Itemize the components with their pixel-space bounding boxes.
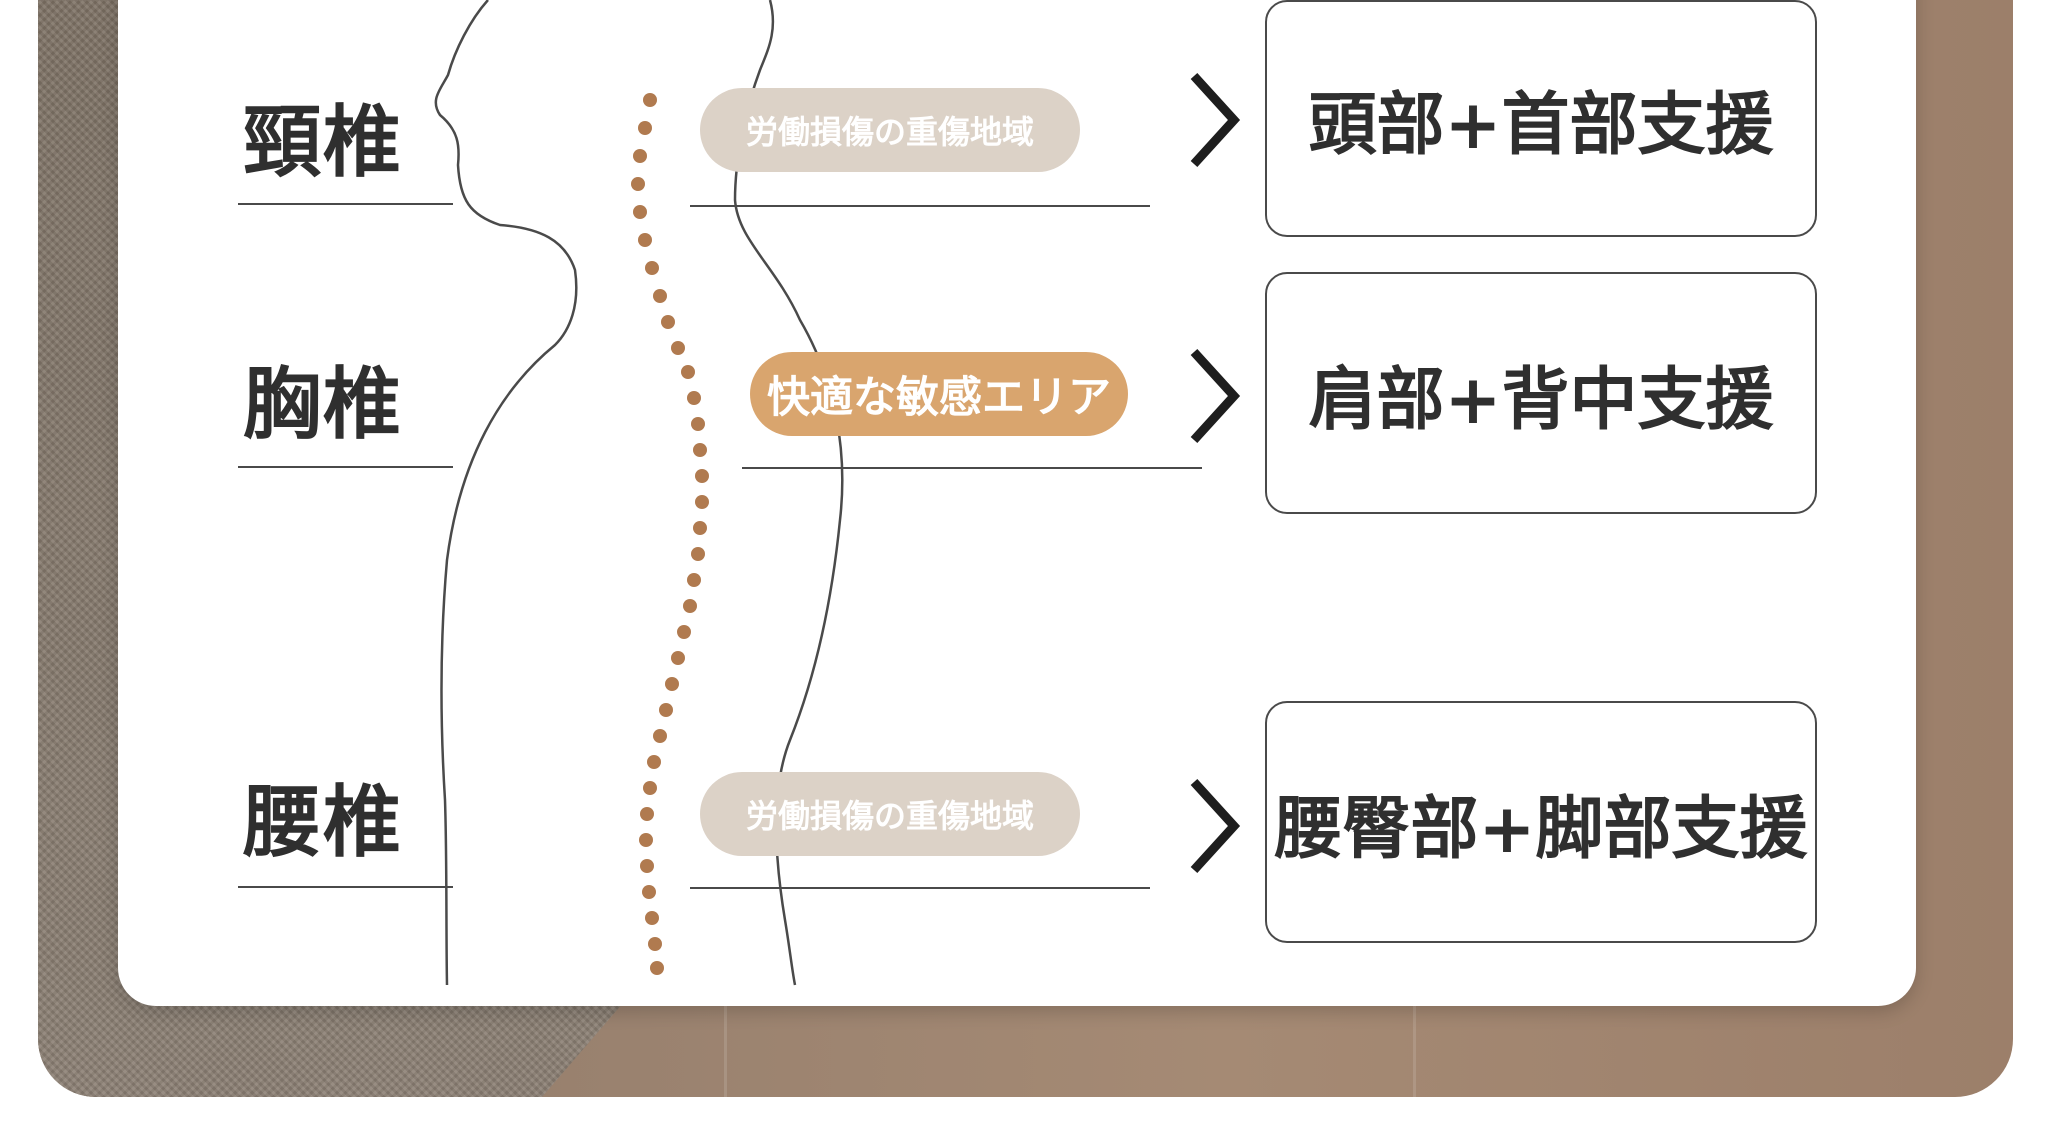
vertebra-label-thoracic: 胸椎 [243,360,404,450]
tag-underline [690,887,1150,889]
chevron-right-icon [1190,778,1241,874]
support-text: 頭部+首部支援 [1308,86,1774,165]
label-underline [238,203,453,205]
tag-text: 労働損傷の重傷地域 [745,113,1034,151]
support-text: 肩部+背中支援 [1308,360,1774,440]
chevron-right-icon [1190,348,1241,444]
chevron-right-icon [1190,72,1241,168]
support-box-shoulder-back: 肩部+背中支援 [1265,272,1817,514]
support-text: 腰臀部+脚部支援 [1274,789,1808,869]
tag-text: 労働損傷の重傷地域 [745,797,1034,835]
support-box-head-neck: 頭部+首部支援 [1265,0,1817,237]
tag-pill-cervical: 労働損傷の重傷地域 [700,88,1080,172]
tag-pill-thoracic: 快適な敏感エリア [750,352,1128,436]
tag-underline [742,467,1202,469]
support-box-hip-leg: 腰臀部+脚部支援 [1265,701,1817,943]
label-underline [238,886,453,888]
tag-text: 快適な敏感エリア [767,373,1111,423]
tag-underline [690,205,1150,207]
vertebra-label-lumbar: 腰椎 [243,778,404,868]
vertebra-label-cervical: 頸椎 [243,98,404,188]
tag-pill-lumbar: 労働損傷の重傷地域 [700,772,1080,856]
label-underline [238,466,453,468]
